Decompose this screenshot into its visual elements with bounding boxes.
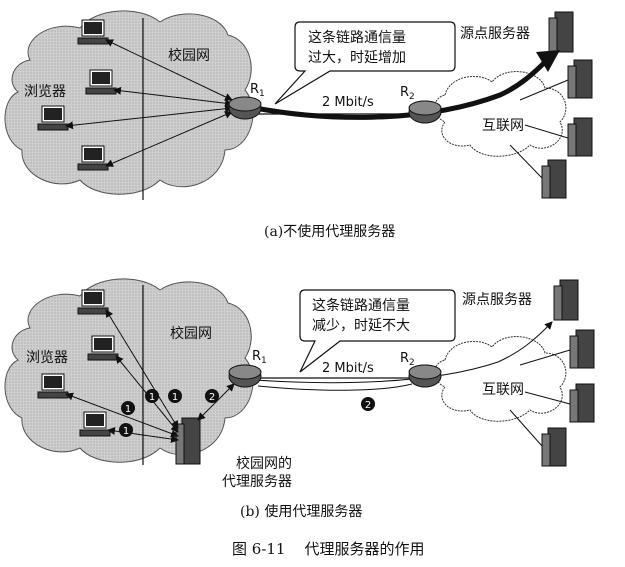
- return-path-line: [257, 383, 413, 391]
- diagram-a: 校园网 浏览器 这条链路通信量 过大，时延增加 源点服务器 互联网 2 Mbit…: [4, 10, 593, 240]
- computer-icon: [77, 289, 109, 315]
- callout-line1-b: 这条链路通信量: [312, 297, 410, 314]
- server-icon: [569, 383, 595, 423]
- heavy-traffic-arrowhead: [536, 50, 560, 72]
- router-r2-icon: [408, 364, 442, 388]
- step-marker-label: 2: [209, 392, 215, 403]
- computer-icon: [79, 411, 111, 437]
- router-r2-label-a: R2: [400, 85, 415, 102]
- server-icon: [541, 427, 567, 467]
- callout-line1-a: 这条链路通信量: [308, 29, 406, 46]
- request-to-origin-line: [254, 321, 553, 384]
- computer-icon: [87, 335, 119, 361]
- step-marker-label: 2: [365, 400, 371, 411]
- router-r1-label-b: R1: [252, 349, 267, 366]
- step-marker-label: 1: [125, 404, 131, 415]
- router-r1-icon: [228, 96, 262, 120]
- callout-line2-a: 过大，时延增加: [308, 50, 406, 66]
- computer-icon: [37, 373, 69, 399]
- heavy-traffic-link: [254, 60, 547, 120]
- server-links-b: [509, 349, 571, 447]
- computer-icon: [85, 69, 117, 95]
- step-marker: [145, 389, 159, 403]
- router-r1-icon: [228, 364, 262, 388]
- origin-server-label-a: 源点服务器: [460, 26, 530, 42]
- subcaption-a: (a)不使用代理服务器: [264, 223, 395, 240]
- step-marker-label: 1: [172, 392, 178, 403]
- step-marker: [121, 401, 135, 415]
- origin-server-label-b: 源点服务器: [462, 292, 532, 308]
- router-r2-icon: [408, 100, 442, 124]
- internet-label-b: 互联网: [482, 382, 524, 398]
- callout-bubble-b: [299, 289, 456, 373]
- computer-icon: [37, 105, 69, 131]
- step-markers: 1 1 1 1 2 2: [119, 389, 375, 437]
- callout-bubble-a: [274, 21, 456, 105]
- server-icon: [567, 59, 593, 99]
- proxy-label-line1: 校园网的: [236, 455, 292, 472]
- figure-caption: 图 6-11 代理服务器的作用: [232, 540, 425, 558]
- router-r2-label-b: R2: [400, 351, 415, 368]
- step-marker: [361, 397, 375, 411]
- router-r1-label-a: R1: [250, 82, 265, 99]
- link-speed-b: 2 Mbit/s: [322, 361, 374, 376]
- step-marker-label: 1: [123, 426, 129, 437]
- computer-icon: [77, 145, 109, 171]
- server-links-a: [509, 79, 569, 179]
- origin-server-icon: [553, 279, 579, 321]
- step-marker-label: 1: [149, 392, 155, 403]
- origin-server-icon: [548, 11, 574, 53]
- step-marker: [168, 389, 182, 403]
- browser-label-b: 浏览器: [26, 350, 68, 366]
- server-icon: [567, 117, 593, 157]
- server-icon: [541, 159, 567, 199]
- callout-line2-b: 减少，时延不大: [312, 318, 410, 334]
- server-icon: [569, 329, 595, 369]
- computer-icon: [77, 19, 109, 45]
- internet-cloud-b: [434, 336, 567, 422]
- campus-label-a: 校园网: [168, 47, 210, 64]
- step-marker: [119, 423, 133, 437]
- browser-label-a: 浏览器: [24, 84, 66, 100]
- step-marker: [205, 389, 219, 403]
- internet-label-a: 互联网: [482, 118, 524, 134]
- campus-cloud-a: [4, 10, 254, 195]
- browser-to-router-arrows-a: [65, 39, 233, 167]
- proxy-server-icon: [175, 417, 201, 465]
- campus-label-b: 校园网: [170, 325, 212, 342]
- diagram-b: 1 1 1 1 2 2 校园网 浏览器 这条链路通信量 减少，时延不大 源点服务…: [4, 278, 595, 520]
- subcaption-b: (b) 使用代理服务器: [240, 503, 362, 520]
- proxy-label-line2: 代理服务器: [222, 474, 292, 490]
- link-speed-a: 2 Mbit/s: [322, 95, 374, 110]
- internet-cloud-a: [434, 71, 567, 157]
